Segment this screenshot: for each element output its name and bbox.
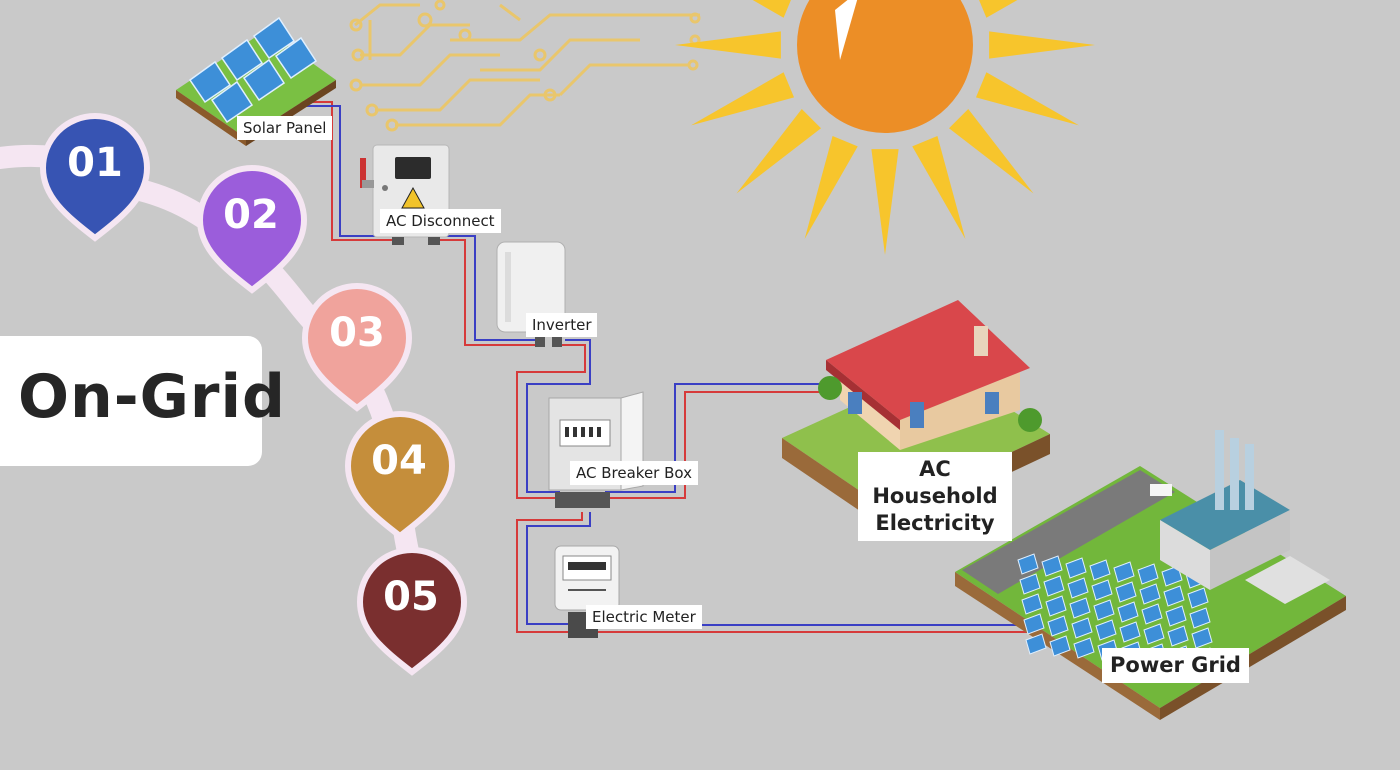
grid-solar-panel: [1017, 553, 1039, 575]
sun-icon: [675, 0, 1095, 255]
grid-solar-panel: [1119, 621, 1141, 643]
sun-ray: [804, 135, 858, 240]
sun-ray: [736, 108, 822, 194]
grid-solar-panel: [1043, 575, 1065, 597]
grid-solar-panel: [1139, 583, 1161, 605]
electric-meter-label: Electric Meter: [586, 605, 702, 629]
sun-ray: [989, 31, 1095, 59]
grid-solar-panel: [1025, 633, 1047, 655]
grid-solar-panel: [1163, 585, 1185, 607]
step-number-4: 04: [371, 438, 427, 484]
grid-solar-panel: [1021, 593, 1043, 615]
grid-solar-panel: [1113, 561, 1135, 583]
grid-solar-panel: [1161, 565, 1183, 587]
step-marker-2: [196, 165, 308, 294]
grid-solar-panel: [1137, 563, 1159, 585]
solar-panel-label: Solar Panel: [237, 116, 333, 140]
household-label-line2: Electricity: [875, 511, 995, 535]
step-number-1: 01: [67, 140, 123, 186]
grid-solar-panel: [1069, 597, 1091, 619]
inverter-icon: [496, 241, 566, 347]
ac-disconnect-label: AC Disconnect: [380, 209, 501, 233]
wires: [300, 101, 1040, 633]
title-card: [0, 336, 262, 466]
circuit-decoration: [349, 0, 701, 132]
sun-ray: [979, 0, 1018, 18]
grid-solar-panel: [1093, 599, 1115, 621]
household-label: AC Household Electricity: [858, 452, 1012, 541]
power-grid-label: Power Grid: [1102, 648, 1249, 683]
grid-solar-panel: [1095, 619, 1117, 641]
grid-solar-panel: [1067, 577, 1089, 599]
step-number-5: 05: [383, 574, 439, 620]
grid-solar-panel: [1065, 557, 1087, 579]
grid-solar-panel: [1041, 555, 1063, 577]
grid-solar-panel: [1165, 605, 1187, 627]
sun-ray: [948, 108, 1034, 194]
grid-solar-panel: [1141, 603, 1163, 625]
grid-solar-panel: [1045, 595, 1067, 617]
sun-ray: [912, 135, 966, 240]
breaker-box-label: AC Breaker Box: [570, 461, 698, 485]
sun-ray: [690, 72, 795, 126]
step-marker-5: [356, 547, 468, 676]
grid-solar-panel: [1143, 623, 1165, 645]
grid-solar-panel: [1189, 607, 1211, 629]
grid-solar-panel: [1091, 579, 1113, 601]
sun-ray: [871, 149, 899, 255]
power-grid-icon: [955, 430, 1346, 720]
step-number-2: 02: [223, 192, 279, 238]
step-marker-3: [301, 283, 413, 412]
step-marker-4: [344, 411, 456, 540]
house-icon: [782, 300, 1050, 530]
sun-ray: [752, 0, 791, 18]
grid-solar-panel: [1071, 617, 1093, 639]
grid-solar-panel: [1187, 587, 1209, 609]
page-title: On-Grid: [18, 362, 286, 432]
grid-solar-panel: [1191, 627, 1213, 649]
grid-solar-panel: [1047, 615, 1069, 637]
grid-solar-panel: [1167, 625, 1189, 647]
sun-ray: [975, 72, 1080, 126]
grid-solar-panel: [1089, 559, 1111, 581]
sun-ray: [675, 31, 781, 59]
step-marker-1: [39, 113, 151, 242]
grid-solar-panel: [1115, 581, 1137, 603]
household-label-line1: AC Household: [872, 457, 998, 508]
inverter-label: Inverter: [526, 313, 598, 337]
grid-solar-panel: [1117, 601, 1139, 623]
grid-solar-panel: [1023, 613, 1045, 635]
grid-solar-panel: [1073, 637, 1095, 659]
grid-solar-panel: [1049, 635, 1071, 657]
grid-solar-panel: [1019, 573, 1041, 595]
step-markers: [39, 113, 468, 676]
breaker-box-icon: [548, 391, 644, 508]
step-number-3: 03: [329, 310, 385, 356]
